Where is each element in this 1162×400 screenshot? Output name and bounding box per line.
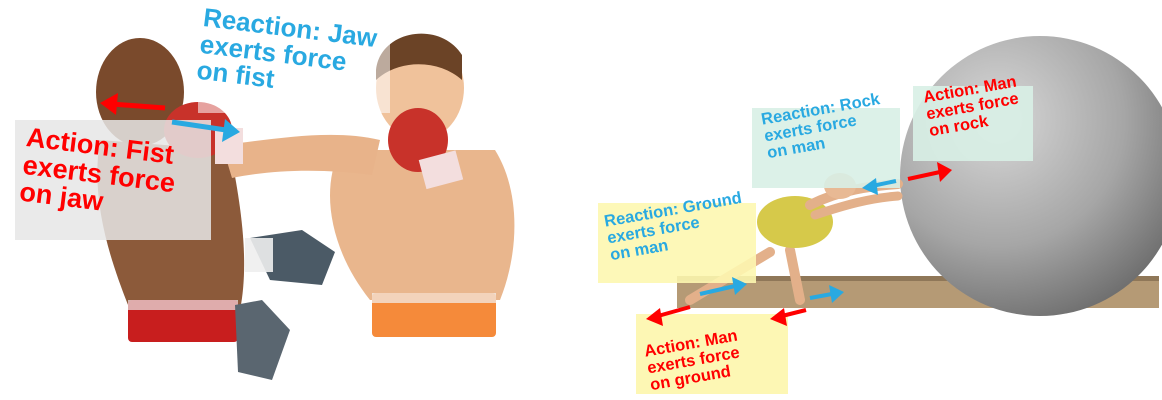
light-boxer-arm: [222, 135, 380, 178]
dark-boxer-glove-lower: [235, 300, 290, 380]
